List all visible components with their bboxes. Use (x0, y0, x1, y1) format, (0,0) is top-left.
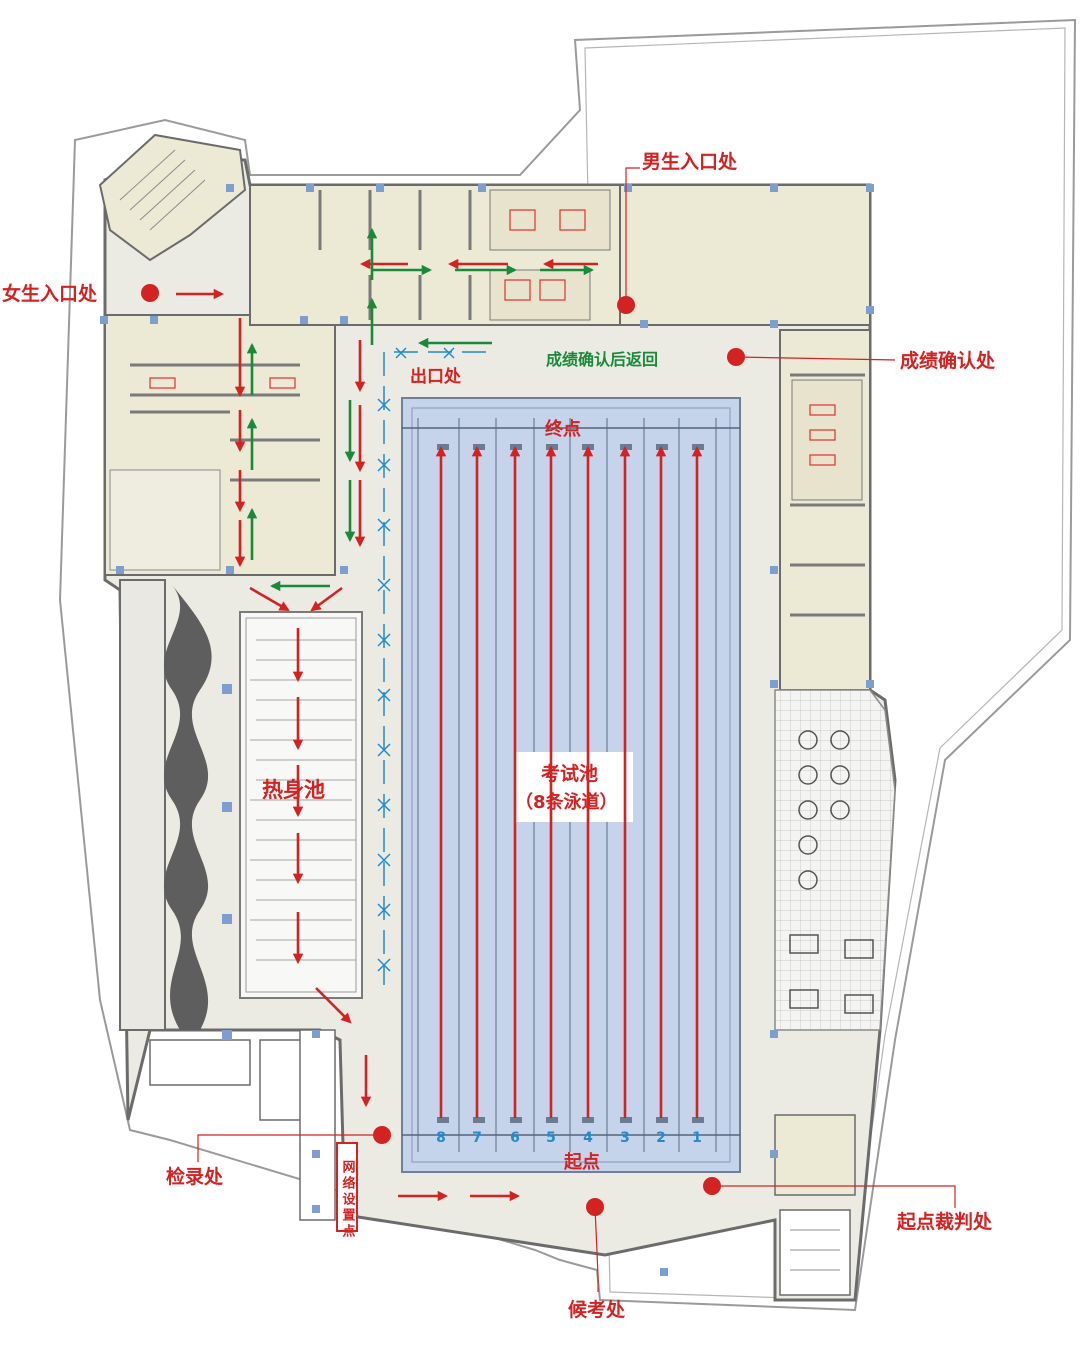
lounge-area (774, 689, 896, 1031)
lounge-tables (789, 730, 874, 1014)
finish-label: 终点 (545, 418, 581, 440)
score-confirm-label: 成绩确认处 (900, 349, 996, 372)
warmup-pool-label: 热身池 (262, 778, 325, 802)
network-box (336, 1142, 358, 1232)
waiting-label: 候考处 (568, 1298, 626, 1321)
exam-pool-lanes-label: （8条泳道） (515, 791, 618, 813)
start-label: 起点 (563, 1151, 600, 1173)
warmup-pool (239, 611, 363, 999)
lane-number: 6 (510, 1130, 520, 1146)
male-entrance-label: 男生入口处 (642, 150, 738, 173)
divider-line (377, 347, 490, 985)
lane-number: 8 (436, 1130, 446, 1146)
network-label: 网络设置点 (340, 1160, 356, 1240)
staircase-top-left (98, 133, 247, 262)
red-flow-arrows (176, 258, 598, 1202)
left-gallery (119, 579, 212, 1031)
start-judge-label: 起点裁判处 (896, 1210, 993, 1233)
checkin-label: 检录处 (166, 1165, 224, 1188)
exam-pool-label-box (515, 752, 633, 822)
lane-number: 2 (656, 1130, 666, 1146)
female-entrance-label: 女生入口处 (2, 282, 98, 305)
exit-label: 出口处 (410, 366, 462, 387)
lane-number: 1 (692, 1130, 702, 1146)
exam-pool-label: 考试池 (541, 762, 598, 785)
lane-number: 4 (583, 1130, 593, 1146)
female-entrance-marker (141, 284, 159, 302)
structural-columns (100, 184, 874, 1276)
lane-number: 7 (472, 1130, 482, 1146)
bottom-left-rooms (149, 1029, 336, 1221)
male-changing-area (619, 184, 871, 691)
lane-number: 5 (546, 1130, 556, 1146)
locker-blocks-top (149, 184, 621, 389)
green-return-arrows (246, 227, 595, 592)
return-after-confirm-label: 成绩确认后返回 (546, 350, 658, 369)
leader-lines (197, 167, 956, 1292)
female-changing-area (104, 314, 336, 576)
lane-numbers: 8 7 6 5 4 3 2 1 (436, 1130, 702, 1146)
lane-number: 3 (620, 1130, 630, 1146)
red-lane-arrows (435, 445, 703, 1118)
bottom-right-rooms (774, 1114, 856, 1296)
